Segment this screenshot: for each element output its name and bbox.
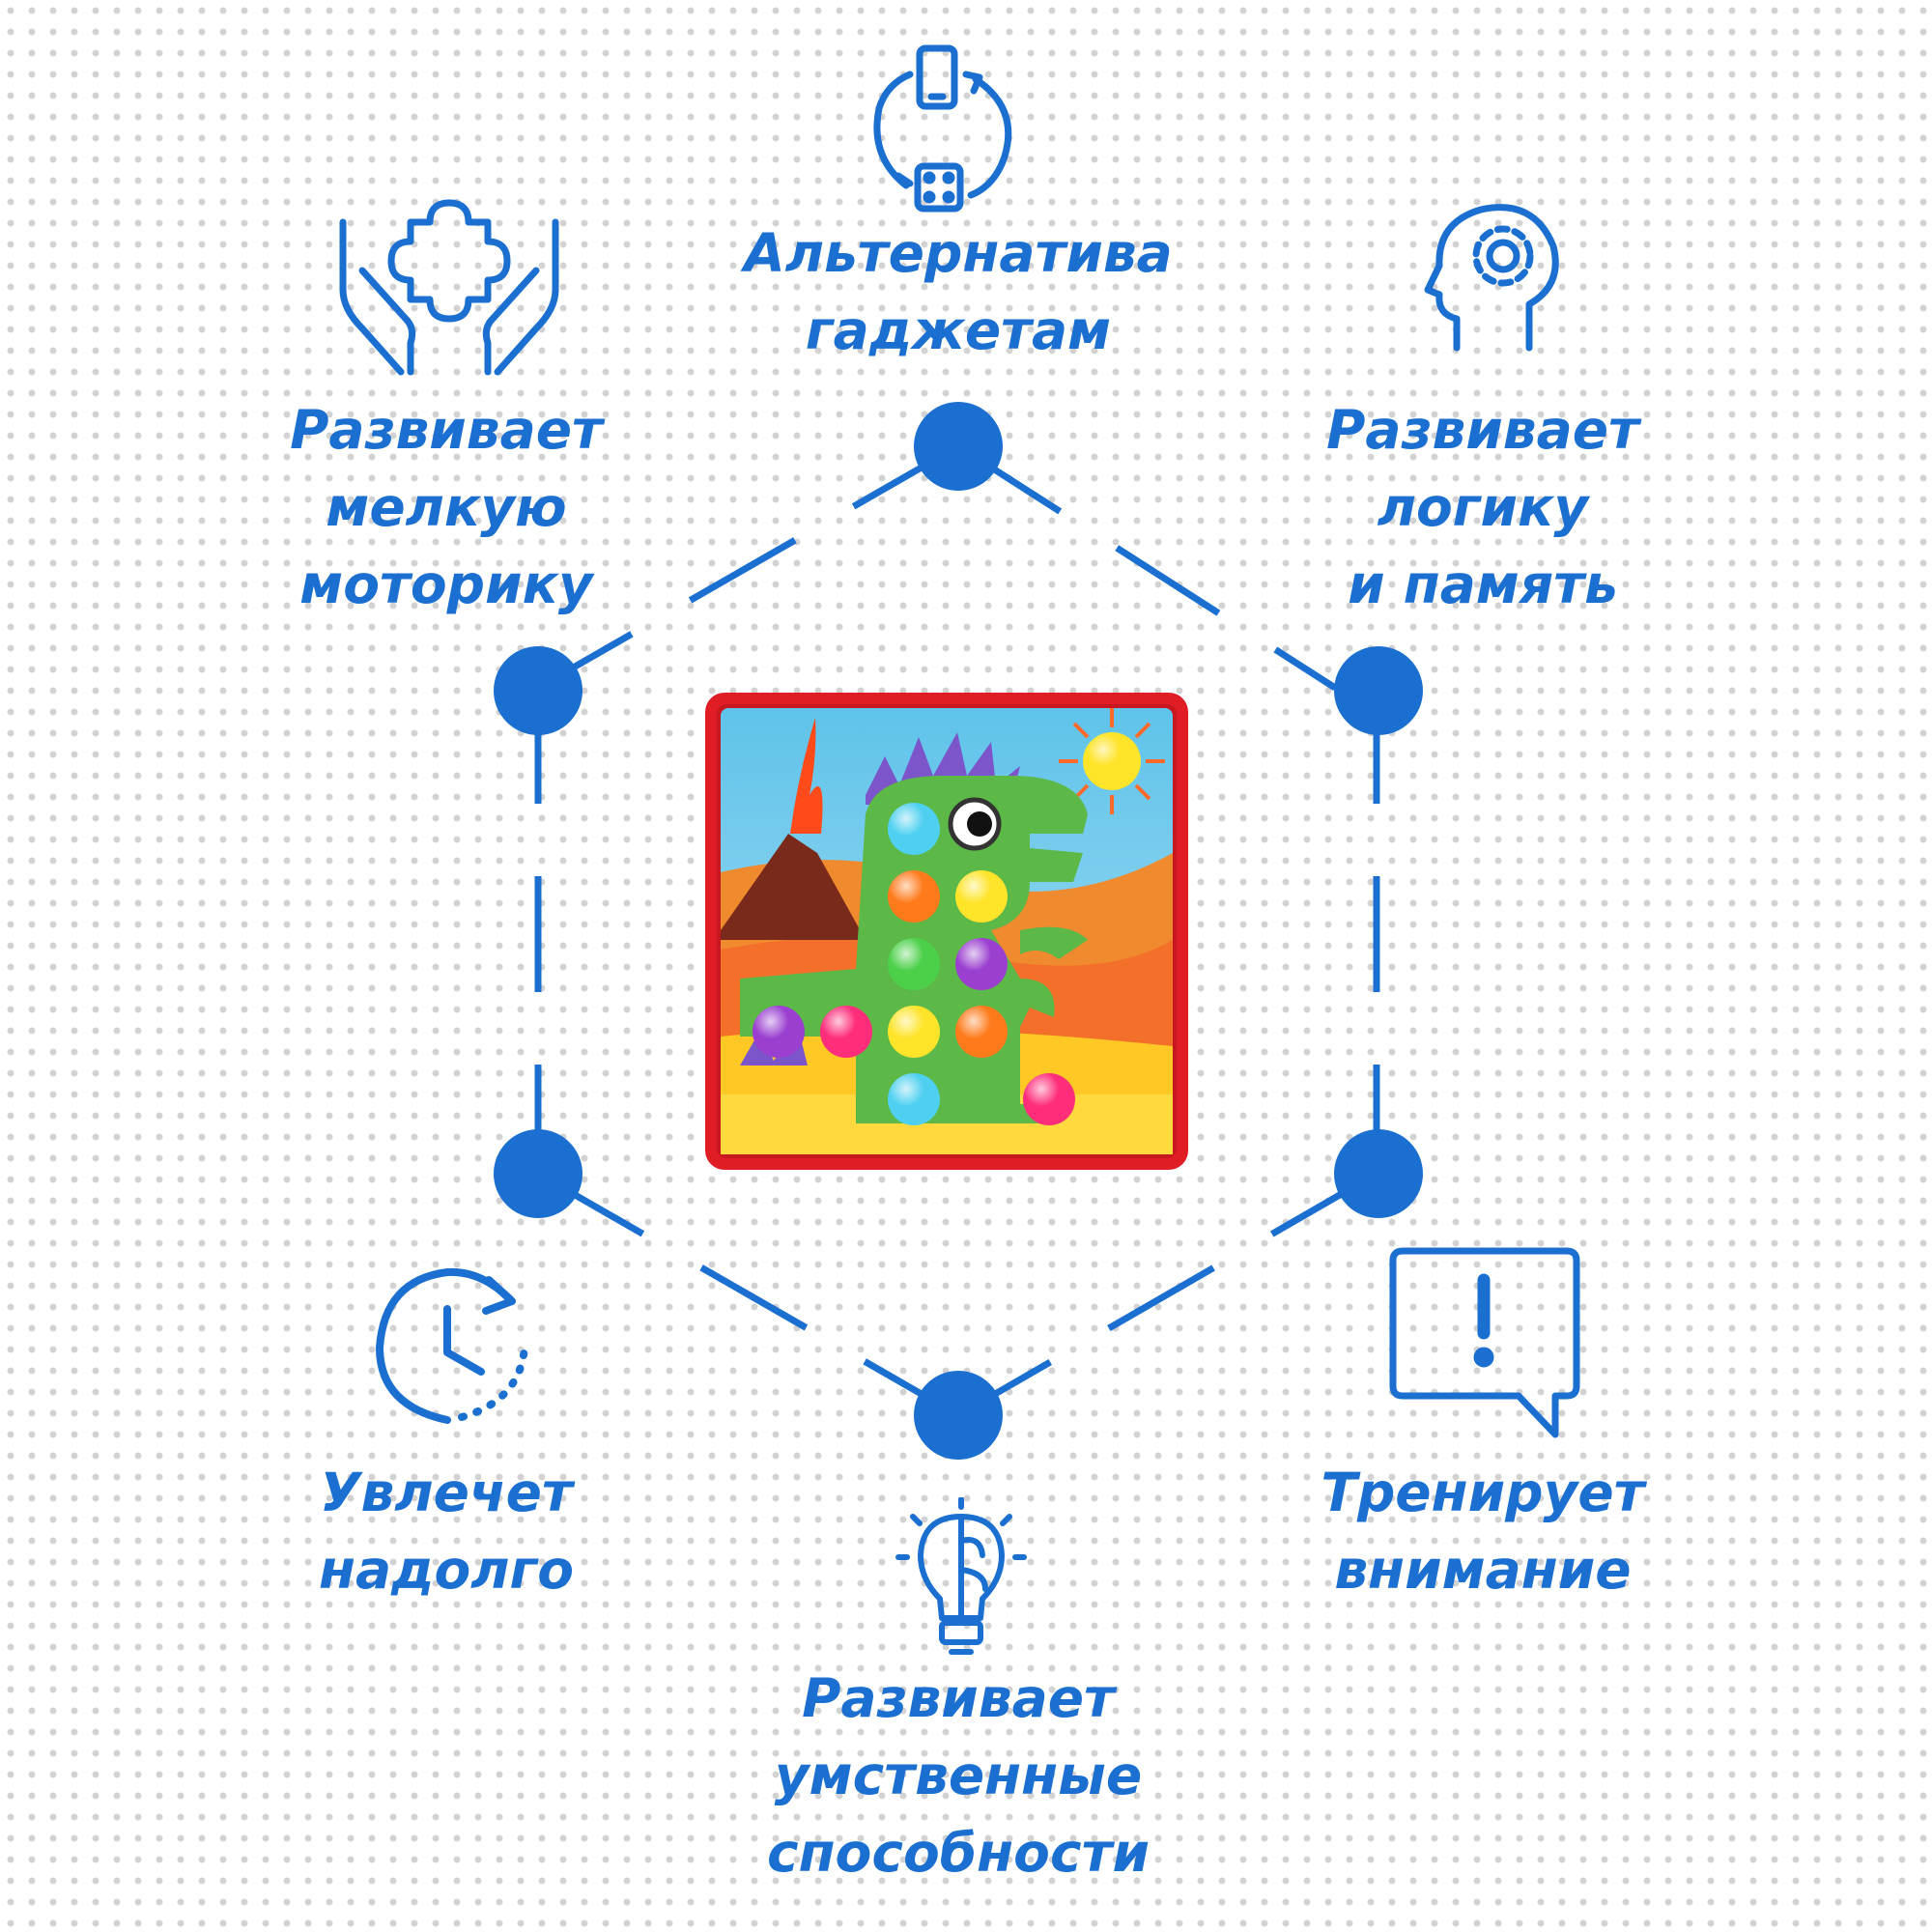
mosaic-peg-shine — [955, 938, 1008, 990]
mosaic-peg-shine — [888, 803, 940, 855]
hex-edge-bottom-right — [956, 1170, 1378, 1419]
board-pegs — [753, 803, 1075, 1125]
lightbulb-brain-icon — [895, 1497, 1027, 1655]
mosaic-peg-shine — [1023, 1073, 1075, 1125]
mosaic-peg-shine — [888, 938, 940, 990]
phone-dice-cycle-icon — [873, 44, 1012, 213]
hex-edge-bottom-left — [536, 1170, 960, 1419]
speech-bubble-exclamation-icon — [1389, 1247, 1580, 1438]
mosaic-peg-shine — [888, 1073, 940, 1125]
feature-label-mental: Развивает умственные способности — [767, 1667, 1150, 1884]
feature-label-gadgets: Альтернатива гаджетам — [744, 222, 1173, 361]
feature-label-motor: Развивает мелкую моторику — [290, 399, 603, 615]
hands-puzzle-icon — [339, 199, 559, 376]
mosaic-peg-shine — [955, 870, 1008, 923]
hex-node-lower-left — [494, 1129, 582, 1218]
feature-label-engage: Увлечет надолго — [318, 1462, 575, 1601]
hex-edge-top-left — [536, 442, 960, 692]
mosaic-peg-shine — [820, 1006, 872, 1058]
clock-arrow-icon — [376, 1267, 528, 1424]
hex-node-top — [914, 402, 1003, 491]
mosaic-peg-shine — [888, 1006, 940, 1058]
hex-node-bottom — [914, 1371, 1003, 1460]
hex-node-upper-left — [494, 646, 582, 735]
hex-node-upper-right — [1334, 646, 1423, 735]
hex-edge-top-right — [956, 443, 1337, 691]
feature-label-attention: Тренирует внимание — [1321, 1462, 1645, 1601]
head-gear-icon — [1424, 204, 1559, 352]
mosaic-peg-shine — [888, 870, 940, 923]
feature-label-logic: Развивает логику и память — [1326, 399, 1639, 615]
mosaic-peg-shine — [753, 1006, 805, 1058]
mosaic-peg-shine — [955, 1006, 1008, 1058]
hex-node-lower-right — [1334, 1129, 1423, 1218]
